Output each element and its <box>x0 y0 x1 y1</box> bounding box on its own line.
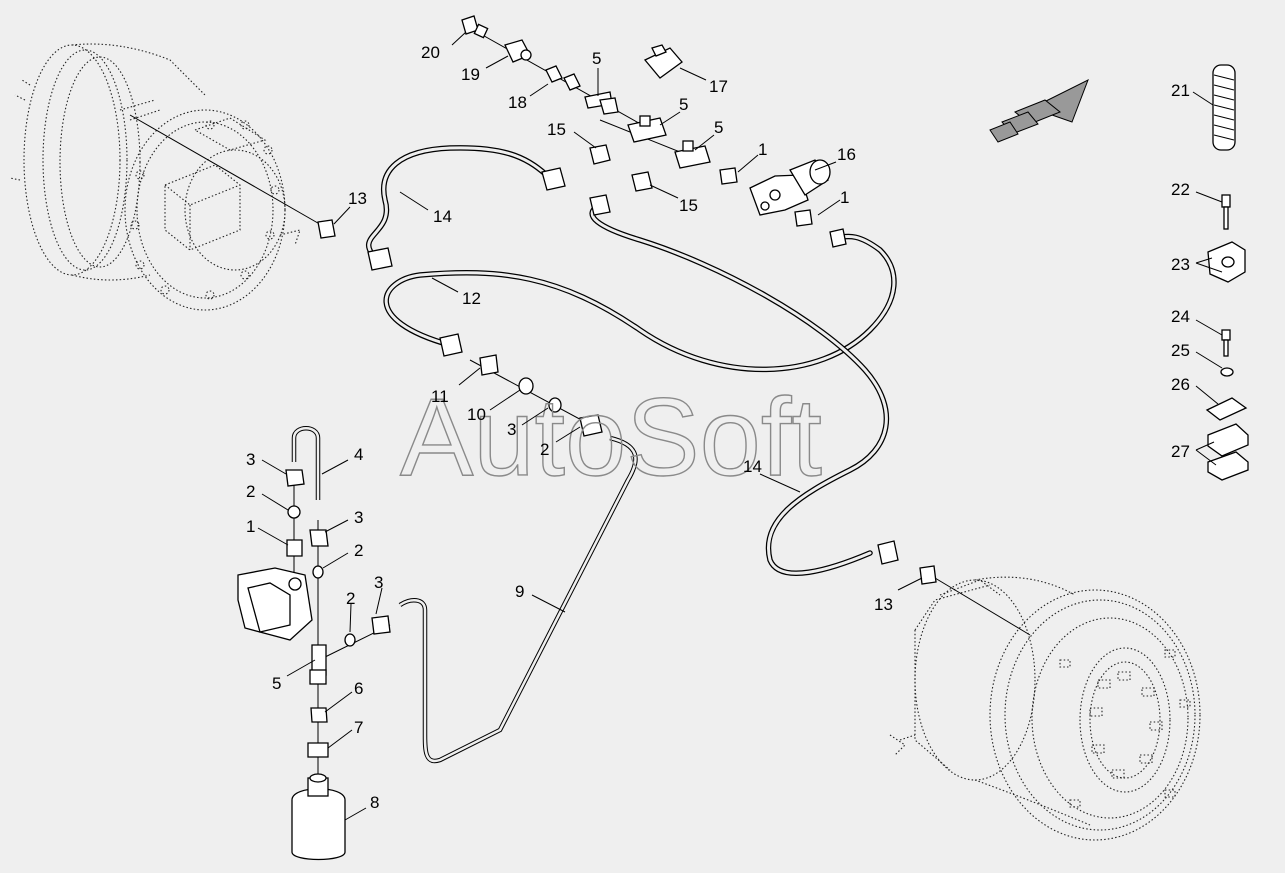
hose-12 <box>383 233 897 373</box>
callout-24: 24 <box>1171 307 1190 326</box>
callout-5: 5 <box>272 674 281 693</box>
pipe-4 <box>291 426 321 500</box>
callout-19: 19 <box>461 65 480 84</box>
callout-21: 21 <box>1171 81 1190 100</box>
callout-8: 8 <box>370 793 379 812</box>
hose-14-upper <box>366 145 553 263</box>
callout-9: 9 <box>515 582 524 601</box>
callout-5: 5 <box>714 118 723 137</box>
callout-6: 6 <box>354 679 363 698</box>
callout-15: 15 <box>547 120 566 139</box>
callout-3: 3 <box>507 420 516 439</box>
callout-14: 14 <box>433 207 452 226</box>
left-wheel-hub <box>9 43 301 311</box>
callout-labels: 20 19 18 5 17 5 15 5 1 16 15 1 13 14 12 … <box>246 43 1190 812</box>
callout-3: 3 <box>246 450 255 469</box>
callout-5: 5 <box>592 49 601 68</box>
callout-2: 2 <box>346 589 355 608</box>
callout-4: 4 <box>354 445 363 464</box>
callout-5: 5 <box>679 95 688 114</box>
callout-27: 27 <box>1171 442 1190 461</box>
callout-2: 2 <box>540 440 549 459</box>
callout-11: 11 <box>431 387 449 406</box>
callout-12: 12 <box>462 289 481 308</box>
callout-14: 14 <box>743 457 762 476</box>
direction-arrow-icon <box>989 78 1089 143</box>
callout-1: 1 <box>246 517 255 536</box>
spare-parts <box>1205 64 1249 481</box>
callout-26: 26 <box>1171 375 1190 394</box>
callout-13: 13 <box>874 595 893 614</box>
fittings <box>237 15 937 861</box>
watermark: AutoSoft <box>400 376 822 499</box>
callout-10: 10 <box>467 405 486 424</box>
callout-1: 1 <box>758 140 767 159</box>
callout-2: 2 <box>354 541 363 560</box>
callout-20: 20 <box>421 43 440 62</box>
callout-3: 3 <box>354 508 363 527</box>
leader-lines <box>257 31 1223 821</box>
pipe-9 <box>398 435 638 764</box>
callout-17: 17 <box>709 77 728 96</box>
callout-15: 15 <box>679 196 698 215</box>
right-axis-line <box>929 574 1031 636</box>
callout-16: 16 <box>837 145 856 164</box>
right-wheel-hub <box>889 576 1201 841</box>
callout-25: 25 <box>1171 341 1190 360</box>
callout-1: 1 <box>840 188 849 207</box>
callout-13: 13 <box>348 189 367 208</box>
callout-2: 2 <box>246 482 255 501</box>
callout-18: 18 <box>508 93 527 112</box>
left-axis-line <box>129 114 331 231</box>
callout-3: 3 <box>374 573 383 592</box>
hose-14-lower <box>589 202 890 576</box>
callout-22: 22 <box>1171 180 1190 199</box>
callout-7: 7 <box>354 718 363 737</box>
callout-23: 23 <box>1171 255 1190 274</box>
